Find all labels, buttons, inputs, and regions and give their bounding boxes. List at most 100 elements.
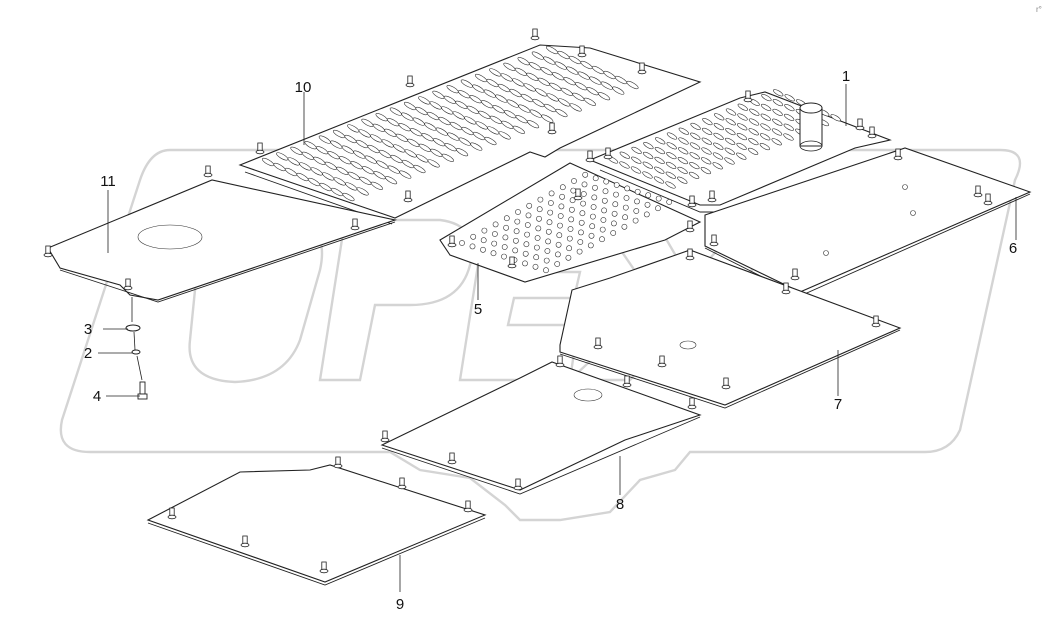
perforation-hole: [536, 215, 542, 222]
perforation-hole: [624, 185, 631, 192]
perforation-hole: [543, 257, 550, 264]
stud-fastener: [403, 190, 413, 203]
slot: [784, 94, 795, 102]
stud-fastener: [255, 142, 265, 155]
slot: [783, 113, 795, 121]
perforation-hole: [577, 239, 584, 245]
callout-labels: 1 2 3 4 5 6 7 8 9 10 11: [84, 68, 1017, 613]
slot: [441, 153, 454, 162]
stud-fastener: [867, 126, 877, 139]
perforation-hole: [611, 220, 617, 227]
stud-fastener: [123, 278, 133, 291]
leader-lines: [98, 84, 1017, 592]
slot: [654, 147, 666, 155]
stud-fastener: [790, 268, 800, 281]
slot: [470, 142, 483, 151]
perforation-hole: [590, 204, 597, 210]
slot: [713, 142, 724, 150]
part-7-floor-plate: [559, 249, 902, 409]
slot: [737, 113, 748, 121]
slot: [760, 133, 771, 141]
stud-fastener: [447, 452, 457, 465]
perforation-hole: [503, 215, 510, 222]
perforation-hole: [559, 193, 565, 200]
perforation-hole: [602, 188, 609, 195]
slot: [619, 161, 630, 169]
perforation-hole: [546, 219, 553, 226]
slot: [712, 152, 724, 160]
slot: [713, 132, 724, 140]
part-6-floor-plate: [704, 147, 1032, 297]
slot: [725, 118, 736, 126]
slot: [665, 181, 676, 189]
perforation-hole: [601, 207, 607, 214]
slot: [356, 187, 369, 196]
slot: [748, 118, 760, 126]
slot: [541, 114, 554, 123]
stud-fastener: [685, 248, 695, 261]
slot: [700, 167, 712, 175]
slot: [456, 148, 469, 157]
stud-fastener: [380, 430, 390, 443]
perforation-hole: [565, 254, 572, 261]
slot: [690, 122, 701, 130]
perforation-hole: [592, 175, 599, 182]
slot: [666, 142, 677, 150]
perforation-hole: [522, 260, 528, 267]
slot: [498, 131, 511, 140]
slot: [760, 113, 771, 121]
perforation-hole: [512, 247, 519, 254]
stud-fastener: [463, 500, 473, 513]
perforation-hole: [537, 196, 544, 203]
perforation-hole: [582, 171, 589, 178]
slot: [642, 171, 653, 179]
slot: [643, 142, 654, 150]
perforation-hole: [567, 226, 574, 232]
part-1-slots: [607, 89, 841, 189]
perforation-hole: [556, 232, 563, 239]
slot: [736, 133, 748, 141]
slot: [736, 142, 747, 150]
lock-washer-icon: [131, 349, 141, 355]
slot: [772, 108, 783, 116]
perforation-hole: [588, 232, 595, 239]
slot: [701, 127, 713, 135]
perforation-hole: [566, 235, 573, 242]
stud-fastener: [530, 28, 540, 41]
perforation-hole: [622, 214, 628, 221]
perforation-hole: [480, 237, 487, 244]
stud-fastener: [167, 507, 177, 520]
part-10-grated-plate: [238, 44, 702, 225]
callout-1: 1: [842, 68, 850, 85]
slot: [761, 94, 772, 102]
perforation-hole: [555, 241, 562, 248]
perforation-hole: [490, 250, 497, 257]
stud-fastener: [657, 355, 667, 368]
slot: [655, 137, 666, 145]
slot: [413, 164, 426, 174]
perforation-hole: [547, 209, 554, 216]
callout-11: 11: [100, 173, 116, 190]
slot: [631, 146, 642, 154]
perforation-hole: [599, 226, 606, 233]
perforation-hole: [592, 184, 598, 191]
perforation-hole: [579, 210, 586, 217]
perforation-hole: [501, 253, 507, 260]
perforation-hole: [613, 191, 619, 198]
pipe-stub-icon: [799, 102, 823, 152]
slot: [630, 166, 642, 174]
slot: [598, 92, 611, 101]
perforation-hole: [634, 188, 641, 195]
perforation-hole: [623, 195, 630, 201]
part-11-round-opening: [137, 224, 203, 250]
perforation-hole: [621, 223, 628, 230]
slot: [701, 157, 712, 165]
perforation-hole: [534, 235, 541, 241]
stud-fastener: [507, 256, 517, 269]
perforation-hole: [610, 230, 617, 236]
slot: [666, 152, 677, 160]
slot: [736, 152, 747, 160]
hardware-stack: [125, 297, 148, 400]
slot: [342, 192, 355, 202]
